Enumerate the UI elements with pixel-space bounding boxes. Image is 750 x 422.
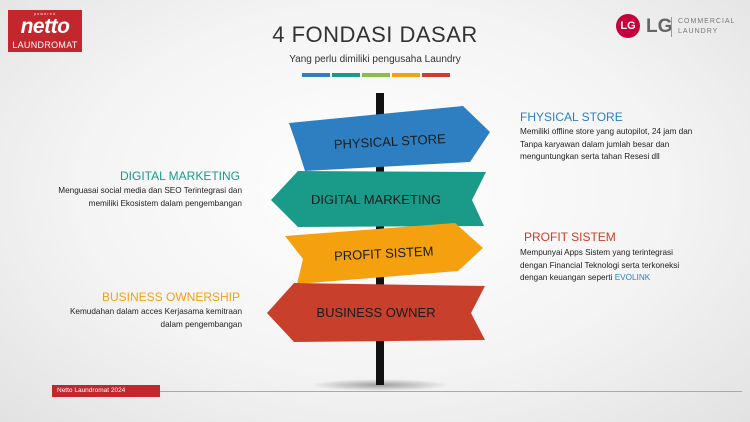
lg-divider xyxy=(671,17,672,37)
evolink-link[interactable]: EVOLINK xyxy=(614,273,651,283)
lg-logo: LG LG COMMERCIAL LAUNDRY xyxy=(616,14,746,40)
physical-store-line-2: Tanpa karyawan dalam jumlah besar dan xyxy=(520,139,670,149)
sign-physical-label: PHYSICAL STORE xyxy=(333,131,446,152)
sign-physical-shape xyxy=(289,106,490,171)
digital-marketing-heading: DIGITAL MARKETING xyxy=(119,169,240,183)
physical-store-line-1: Memiliki offline store yang autopilot, 2… xyxy=(520,127,693,136)
digital-marketing-line-2: memiliki Ekosistem dalam pengembangan xyxy=(88,198,242,208)
footer-divider xyxy=(160,391,742,392)
profit-sistem-line-3-text: dengan keuangan seperti xyxy=(520,273,615,283)
physical-store-line-3: menguntungkan serta tahan Resesi dll xyxy=(520,152,660,162)
netto-logo-name: netto xyxy=(20,15,70,38)
page-title: 4 FONDASI DASAR xyxy=(272,22,478,47)
sign-digital-shape xyxy=(271,171,486,227)
footer-label: Netto Laundromat 2024 xyxy=(52,385,160,397)
profit-sistem-line-3: dengan keuangan seperti EVOLINK xyxy=(520,272,679,285)
digital-marketing-description: Menguasai social media dan SEO Terintegr… xyxy=(20,185,242,210)
netto-logo-sub: LAUNDROMAT xyxy=(12,40,78,50)
profit-sistem-line-1: Mempunyai Apps Sistem yang terintegrasi xyxy=(520,248,673,257)
color-bar-red xyxy=(422,73,450,77)
digital-marketing-line-1: Menguasai social media dan SEO Terintegr… xyxy=(58,186,242,195)
sign-profit-shape xyxy=(285,223,483,284)
sign-profit-sistem: PROFIT SISTEM xyxy=(285,223,483,284)
profit-sistem-heading: PROFIT SISTEM xyxy=(524,230,616,244)
business-ownership-description: Kemudahan dalam acces Kerjasama kemitraa… xyxy=(20,306,242,331)
lg-sub-commercial: COMMERCIAL xyxy=(678,18,736,25)
lg-mark-icon: LG xyxy=(616,14,640,38)
physical-store-description: Memiliki offline store yang autopilot, 2… xyxy=(520,126,692,164)
color-bar-teal xyxy=(332,73,360,77)
physical-store-heading: FHYSICAL STORE xyxy=(520,110,623,124)
color-bar-blue xyxy=(302,73,330,77)
lg-name: LG xyxy=(646,16,673,37)
color-bar-orange xyxy=(392,73,420,77)
sign-business-shape xyxy=(267,283,485,342)
sign-business-label: BUSINESS OWNER xyxy=(316,305,435,320)
netto-logo: powered netto LAUNDROMAT xyxy=(8,10,82,52)
business-ownership-heading: BUSINESS OWNERSHIP xyxy=(101,290,240,304)
sign-digital-label: DIGITAL MARKETING xyxy=(311,192,441,207)
lg-sub-laundry: LAUNDRY xyxy=(678,28,719,35)
business-ownership-line-1: Kemudahan dalam acces Kerjasama kemitraa… xyxy=(69,307,242,316)
profit-sistem-line-2: dengan Financial Teknologi serta terkone… xyxy=(520,260,680,270)
page-subtitle: Yang perlu dimiliki pengusaha Laundry xyxy=(289,54,461,65)
sign-business-owner: BUSINESS OWNER xyxy=(267,283,485,342)
color-bar-green xyxy=(362,73,390,77)
business-ownership-line-2: dalam pengembangan xyxy=(160,319,242,329)
sign-physical-store: PHYSICAL STORE xyxy=(289,106,490,171)
profit-sistem-description: Mempunyai Apps Sistem yang terintegrasi … xyxy=(520,247,679,285)
sign-profit-label: PROFIT SISTEM xyxy=(334,243,434,263)
sign-digital-marketing: DIGITAL MARKETING xyxy=(271,171,486,227)
netto-logo-tagline: powered xyxy=(33,11,57,16)
